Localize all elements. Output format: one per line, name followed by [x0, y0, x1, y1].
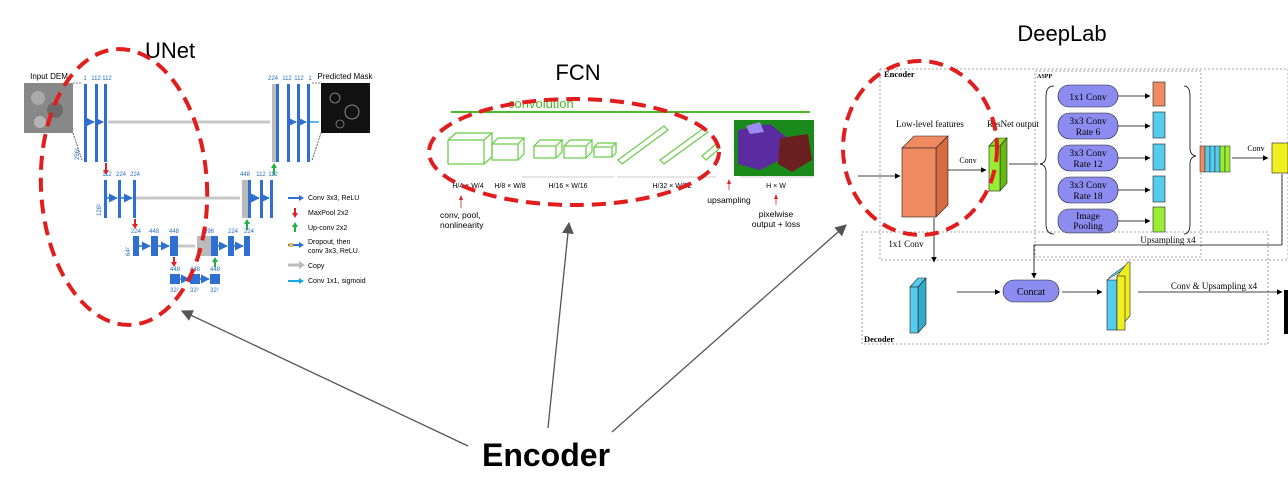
deeplab-concat-label: Concat — [1017, 287, 1046, 298]
unet-encoder-ellipse — [38, 47, 210, 327]
legend-label: Conv 3x3, ReLU — [308, 195, 359, 202]
deeplab-low-level-label: Low-level features — [896, 119, 964, 129]
unet-ch: 1 — [308, 76, 312, 82]
arrow-to-deeplab — [611, 224, 847, 433]
unet-ch: 448 — [149, 229, 160, 235]
fcn-dim: H/16 × W/16 — [548, 183, 587, 190]
fcn-band-label: convolution — [508, 96, 574, 111]
fcn-note-right: pixelwise — [759, 209, 794, 219]
unet-ch: 112 — [91, 76, 101, 82]
deeplab-conv-label: Conv — [959, 156, 976, 165]
deeplab-title: DeepLab — [1017, 21, 1106, 46]
deeplab-conv2-label: Conv — [1247, 144, 1264, 153]
deeplab-1x1-label: 1x1 Conv — [888, 239, 924, 249]
unet-ch: 896 — [204, 229, 215, 235]
unet-output-image — [321, 83, 370, 133]
deeplab-decoder-label: Decoder — [864, 334, 894, 344]
unet-ch: 448 — [169, 229, 180, 235]
deeplab-encoder-ellipse — [841, 59, 999, 237]
fcn-note-up: upsampling — [707, 195, 751, 205]
unet-ch: 112 — [282, 76, 292, 82]
aspp-items: 1x1 Conv 3x3 Conv Rate 6 3x3 Conv Rate 1… — [1057, 84, 1119, 234]
unet-ch: 448 — [190, 267, 201, 273]
unet-ch: 224 — [116, 172, 127, 178]
unet-ch: 1 — [83, 76, 87, 82]
aspp-item-label: Rate 18 — [1073, 192, 1103, 202]
unet-ch: 112 — [268, 172, 278, 178]
aspp-item-label: 3x3 Conv — [1069, 117, 1106, 127]
fcn-diagram: convolution H/4 × W/4 H/8 × W/8 H/16 × W… — [440, 96, 814, 230]
unet-ch: 224 — [268, 76, 279, 82]
legend-label: Copy — [308, 263, 325, 270]
fcn-note-left: conv, pool, — [440, 210, 480, 220]
unet-ch: 112 — [102, 172, 112, 178]
unet-legend: Conv 3x3, ReLU MaxPool 2x2 Up-conv 2x2 D… — [288, 195, 366, 285]
deeplab-diagram: Encoder ASPP Low-level features Conv Res… — [858, 68, 1288, 345]
unet-ch: 448 — [170, 267, 181, 273]
legend-label: conv 3x3, ReLU — [308, 248, 358, 255]
aspp-item-label: 3x3 Conv — [1069, 149, 1106, 159]
unet-ch: 224 — [228, 229, 239, 235]
aspp-item-label: 3x3 Conv — [1069, 181, 1106, 191]
unet-size: 32² — [190, 288, 199, 294]
unet-size: 128² — [97, 204, 103, 216]
aspp-item-label: Image — [1076, 212, 1100, 222]
deeplab-decoder-box — [861, 231, 1269, 345]
unet-ch: 112 — [294, 76, 304, 82]
legend-label: MaxPool 2x2 — [308, 210, 349, 217]
aspp-item-label: Pooling — [1073, 222, 1103, 232]
fcn-note-left: nonlinearity — [440, 220, 484, 230]
aspp-item-label: Rate 12 — [1073, 160, 1103, 170]
arrow-to-fcn — [547, 221, 574, 429]
unet-ch: 224 — [244, 229, 255, 235]
unet-size: 64² — [126, 247, 132, 256]
unet-ch: 224 — [130, 172, 141, 178]
unet-input-label: Input DEM — [30, 72, 68, 81]
encoder-label: Encoder — [482, 437, 610, 473]
unet-size: 32² — [170, 288, 179, 294]
deeplab-encoder-label: Encoder — [884, 69, 915, 79]
fcn-title: FCN — [555, 60, 600, 85]
deeplab-encoder-box — [879, 68, 1288, 261]
fcn-note-right: output + loss — [752, 219, 800, 229]
red-annotations — [38, 47, 999, 327]
unet-size: 32² — [210, 288, 219, 294]
unet-output-label: Predicted Mask — [317, 72, 373, 81]
legend-label: Up-conv 2x2 — [308, 225, 347, 232]
arrow-to-unet — [180, 310, 469, 447]
deeplab-resnet-block — [988, 145, 1001, 192]
fcn-dim: H/32 × W/32 — [652, 183, 691, 190]
deeplab-low-level-block — [901, 147, 937, 218]
unet-size: 256² — [75, 148, 81, 160]
unet-ch: 448 — [240, 172, 251, 178]
deeplab-upsampling-label: Upsampling x4 — [1140, 235, 1196, 245]
fcn-dim: H/8 × W/8 — [494, 183, 525, 190]
fcn-dim: H × W — [766, 183, 786, 190]
unet-ch: 448 — [210, 267, 221, 273]
unet-title: UNet — [145, 38, 195, 63]
unet-ch: 112 — [256, 172, 266, 178]
deeplab-conv-upsampling-label: Conv & Upsampling x4 — [1171, 281, 1258, 291]
unet-diagram: Input DEM Predicted Mask 1 112 112 256² … — [24, 72, 374, 294]
fcn-encoder-ellipse — [427, 97, 721, 207]
aspp-item-label: 1x1 Conv — [1069, 93, 1106, 103]
deeplab-aspp-label: ASPP — [1037, 74, 1052, 80]
legend-label: Dropout, then — [308, 239, 351, 246]
unet-ch: 224 — [131, 229, 142, 235]
legend-label: Conv 1x1, sigmoid — [308, 278, 366, 285]
aspp-item-label: Rate 6 — [1076, 128, 1101, 138]
deeplab-resnet-label: ResNet output — [987, 119, 1039, 129]
unet-ch: 112 — [102, 76, 112, 82]
deeplab-concat — [1002, 279, 1060, 303]
